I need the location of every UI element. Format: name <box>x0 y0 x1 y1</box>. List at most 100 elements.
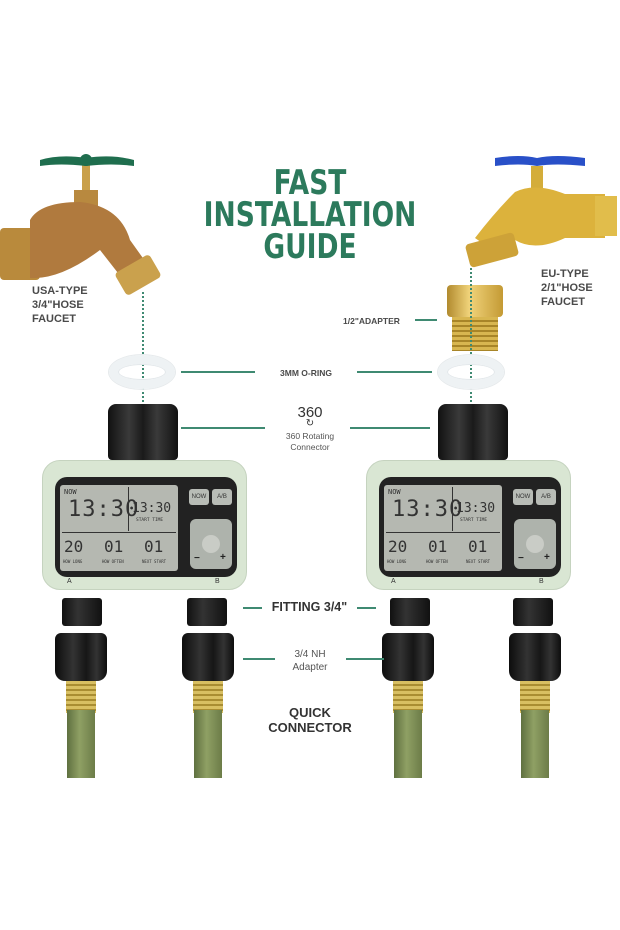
leader-line <box>243 607 262 609</box>
nh-adapter-label-line: 3/4 NH <box>294 649 326 660</box>
title-line-2: INSTALLATION <box>203 195 417 235</box>
outlet-fitting <box>62 598 102 626</box>
minus-button[interactable]: − <box>194 553 200 564</box>
eu-faucet-label-line: EU-TYPE <box>541 268 589 280</box>
lcd-how-often: 01 <box>428 537 448 556</box>
lcd-clock: 13:30 <box>392 497 464 522</box>
eu-faucet-label: EU-TYPE 2/1"HOSE FAUCET <box>541 267 593 309</box>
minus-button[interactable]: − <box>518 553 524 564</box>
rotate-360-text: 360 <box>297 404 323 421</box>
lcd-how-long: 20 <box>388 537 408 556</box>
lcd-next-start: 01 <box>468 537 488 556</box>
brass-adapter-thread <box>452 317 498 351</box>
o-ring-image <box>109 355 175 389</box>
nh-adapter <box>182 633 234 681</box>
lcd-how-often: 01 <box>104 537 124 556</box>
fitting-label: FITTING 3/4" <box>271 600 348 614</box>
usa-faucet-label-line: 3/4"HOSE <box>32 299 84 311</box>
lcd-how-often-label: HOW OFTEN <box>426 559 448 564</box>
alignment-dotted-line <box>470 268 472 402</box>
lcd-next-start-label: NEXT START <box>466 559 491 564</box>
quick-connector <box>393 681 423 713</box>
timer-face: NOW 13:30 13:30 START TIME 20 01 01 HOW … <box>379 477 561 577</box>
quick-connector-label-line: QUICK <box>289 705 331 720</box>
now-button[interactable]: NOW <box>513 489 533 505</box>
quick-connector <box>193 681 223 713</box>
water-timer-right: NOW 13:30 13:30 START TIME 20 01 01 HOW … <box>366 460 571 590</box>
channel-b-label: B <box>215 578 220 585</box>
channel-b-label: B <box>539 578 544 585</box>
rotate-360-icon: 360↻ <box>297 404 323 429</box>
water-timer-left: NOW 13:30 13:30 START TIME 20 01 01 HOW … <box>42 460 247 590</box>
leader-line <box>181 371 255 373</box>
lcd-next-start-label: NEXT START <box>142 559 167 564</box>
eu-faucet-image <box>465 156 617 268</box>
leader-line <box>415 319 437 321</box>
usa-faucet-label-line: FAUCET <box>32 313 76 325</box>
lcd-clock: 13:30 <box>68 497 140 522</box>
lcd-now-label: NOW <box>64 488 77 496</box>
lcd-divider <box>452 487 453 531</box>
lcd-display: NOW 13:30 13:30 START TIME 20 01 01 HOW … <box>384 485 502 571</box>
control-pad[interactable]: − + <box>190 519 232 569</box>
channel-a-label: A <box>67 578 72 585</box>
usa-faucet-image <box>0 154 161 295</box>
nh-adapter <box>509 633 561 681</box>
leader-line <box>357 371 432 373</box>
rotating-connector-label: 360 Rotating Connector <box>265 431 355 453</box>
leader-line <box>350 427 430 429</box>
outlet-fitting <box>390 598 430 626</box>
quick-connector-label: QUICK CONNECTOR <box>250 705 370 735</box>
title-line-3: GUIDE <box>263 227 357 267</box>
timer-face: NOW 13:30 13:30 START TIME 20 01 01 HOW … <box>55 477 237 577</box>
rotating-connector-image <box>108 404 178 460</box>
rotating-label-line: Connector <box>290 442 330 452</box>
rotating-label-line: 360 Rotating <box>285 431 335 441</box>
ab-button[interactable]: A/B <box>536 489 556 505</box>
garden-hose <box>67 710 95 778</box>
nh-adapter <box>55 633 107 681</box>
o-ring-image <box>438 355 504 389</box>
lcd-display: NOW 13:30 13:30 START TIME 20 01 01 HOW … <box>60 485 178 571</box>
ab-button[interactable]: A/B <box>212 489 232 505</box>
lcd-how-often-label: HOW OFTEN <box>102 559 124 564</box>
nh-adapter <box>382 633 434 681</box>
lcd-start-time: 13:30 <box>456 501 496 516</box>
rotating-connector-image <box>438 404 508 460</box>
lcd-start-time-label: START TIME <box>136 518 164 523</box>
plus-button[interactable]: + <box>544 552 550 563</box>
plus-button[interactable]: + <box>220 552 226 563</box>
lcd-divider <box>62 532 176 533</box>
usa-faucet-label: USA-TYPE 3/4"HOSE FAUCET <box>32 284 88 326</box>
garden-hose <box>194 710 222 778</box>
quick-connector <box>66 681 96 713</box>
outlet-fitting <box>513 598 553 626</box>
usa-faucet-label-line: USA-TYPE <box>32 285 88 297</box>
lcd-start-time: 13:30 <box>132 501 172 516</box>
leader-line <box>346 658 384 660</box>
alignment-dotted-line <box>142 292 144 402</box>
leader-line <box>357 607 376 609</box>
quick-connector <box>520 681 550 713</box>
leader-line <box>181 427 265 429</box>
brass-adapter-image <box>447 285 503 317</box>
nh-adapter-label-line: Adapter <box>292 662 328 673</box>
outlet-fitting <box>187 598 227 626</box>
control-pad[interactable]: − + <box>514 519 556 569</box>
lcd-how-long-label: HOW LONG <box>63 559 83 564</box>
now-button[interactable]: NOW <box>189 489 209 505</box>
nh-adapter-label: 3/4 NH Adapter <box>272 648 348 674</box>
lcd-divider <box>128 487 129 531</box>
adapter-label: 1/2"ADAPTER <box>343 316 400 326</box>
center-button[interactable] <box>526 535 544 553</box>
garden-hose <box>394 710 422 778</box>
eu-faucet-label-line: FAUCET <box>541 296 585 308</box>
oring-label: 3MM O-RING <box>280 368 332 378</box>
center-button[interactable] <box>202 535 220 553</box>
title-line-1: FAST <box>273 163 347 203</box>
lcd-start-time-label: START TIME <box>460 518 488 523</box>
lcd-how-long-label: HOW LONG <box>387 559 407 564</box>
leader-line <box>243 658 275 660</box>
lcd-now-label: NOW <box>388 488 401 496</box>
channel-a-label: A <box>391 578 396 585</box>
